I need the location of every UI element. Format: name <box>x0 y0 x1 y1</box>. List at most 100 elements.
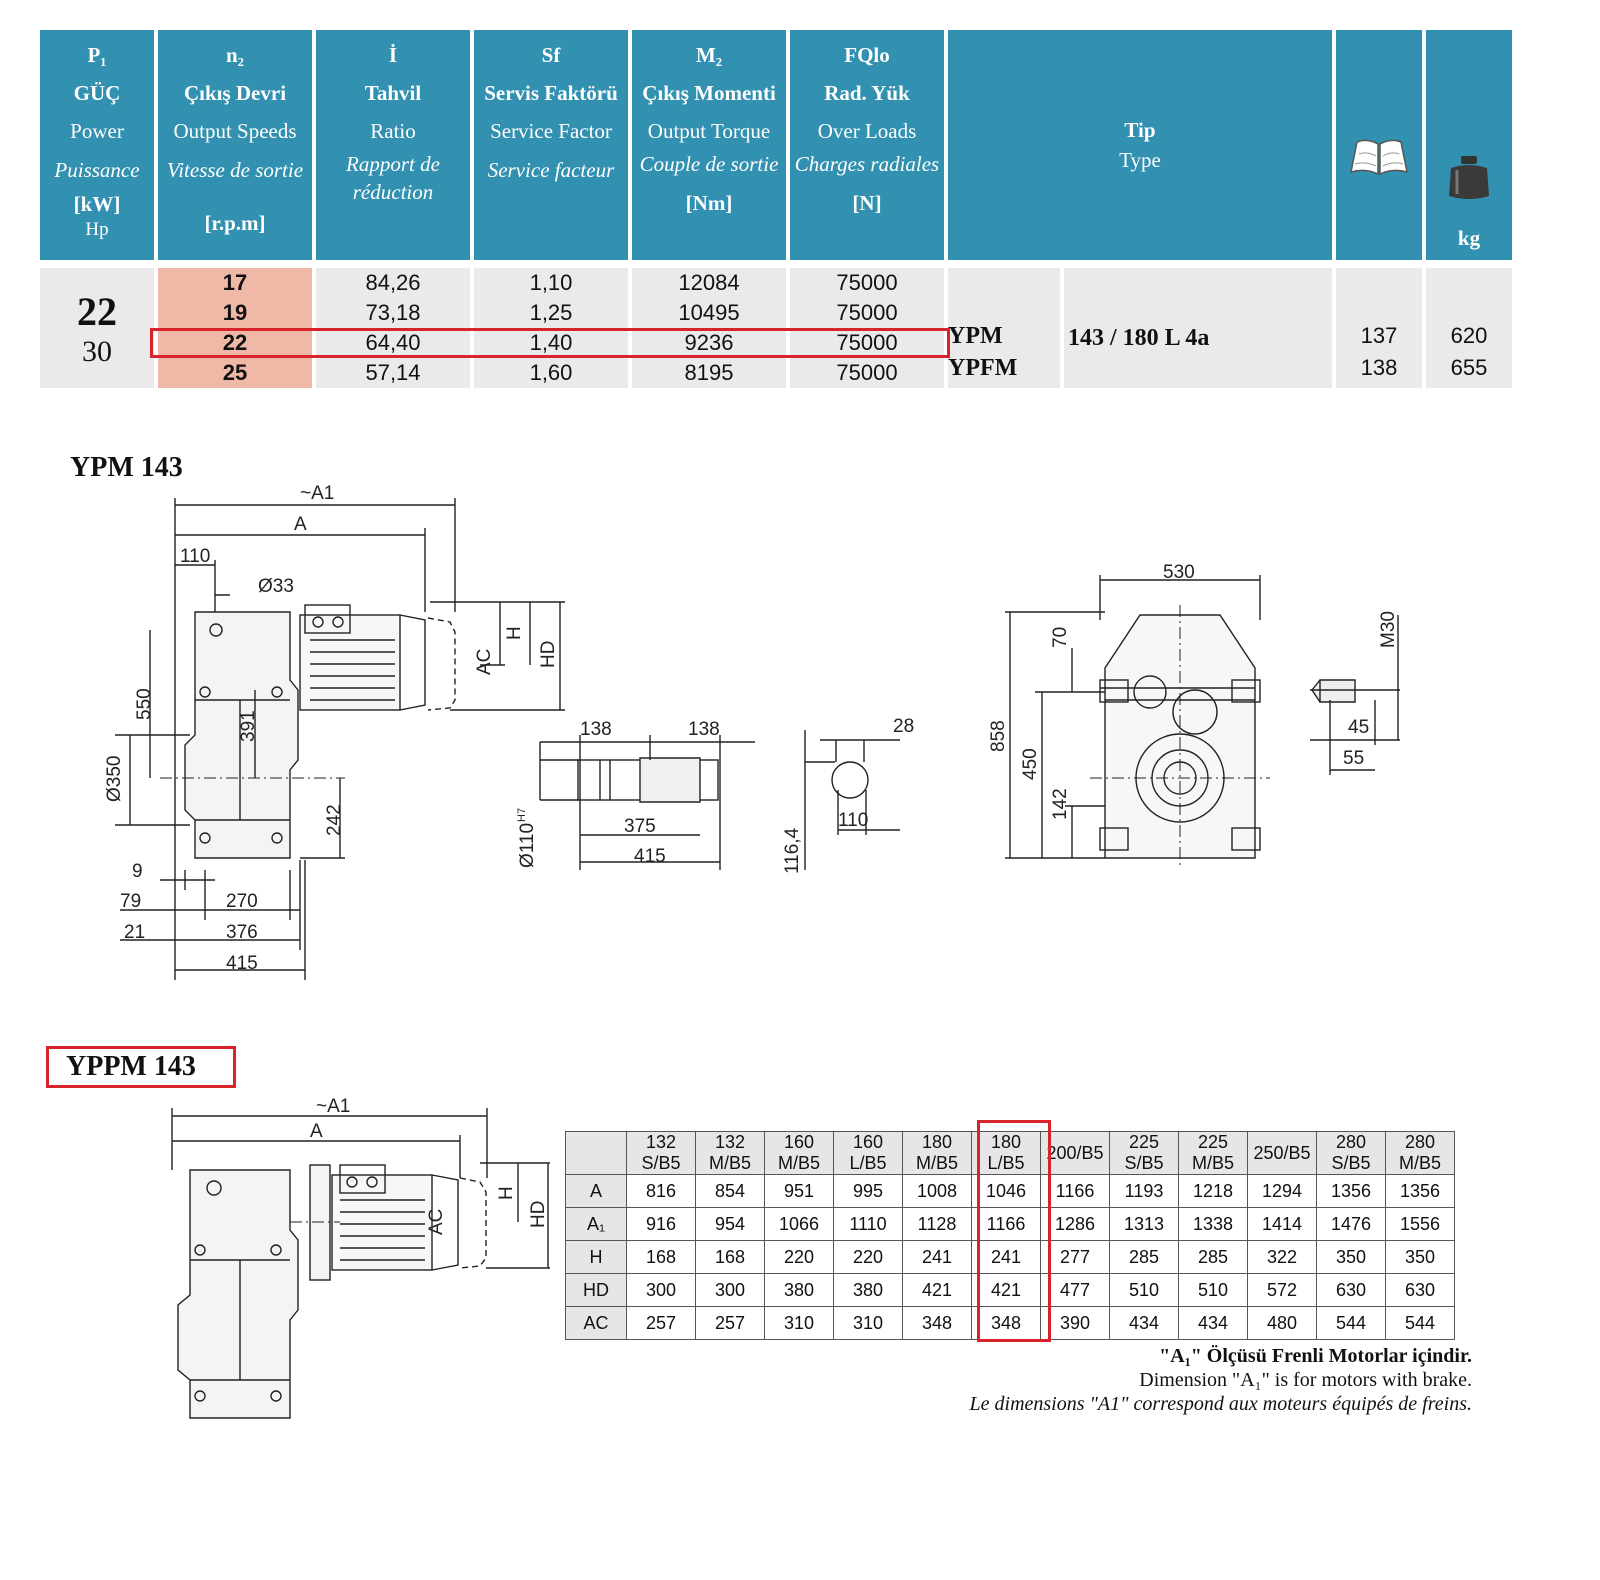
dim-h: H <box>504 626 525 640</box>
dim-cell: 348 <box>902 1306 972 1340</box>
row-2-torque: 9236 <box>632 328 786 358</box>
n2-en: Output Speeds <box>173 119 297 143</box>
dim-key-116: 116,4 <box>782 827 803 874</box>
dim-cell: 1166 <box>1040 1174 1110 1208</box>
dim-cell: 434 <box>1178 1306 1248 1340</box>
ratio-tr: Tahvil <box>364 81 422 105</box>
dim-cell: 1110 <box>833 1207 903 1241</box>
row-3-ratio: 57,14 <box>316 358 470 388</box>
dim-cell: 1008 <box>902 1174 972 1208</box>
dim-cell: 220 <box>833 1240 903 1274</box>
header-type: Tip Type <box>948 30 1332 260</box>
fq-unit: [N] <box>852 191 882 215</box>
page-0: 137 <box>1360 323 1398 348</box>
dim-cell: 421 <box>971 1273 1041 1307</box>
dim-table-corner <box>565 1131 627 1175</box>
dim-cell: 1313 <box>1109 1207 1179 1241</box>
dim-row-label: AC <box>565 1306 627 1340</box>
m2-tr: Çıkış Momenti <box>642 81 776 105</box>
row-1-load: 75000 <box>790 298 944 328</box>
n2-tr: Çıkış Devri <box>183 81 287 105</box>
dim-cell: 951 <box>764 1174 834 1208</box>
n2-symbol: n₂ <box>226 43 244 67</box>
row-0-ratio: 84,26 <box>316 268 470 298</box>
dim-col-4: 180 M/B5 <box>902 1131 972 1175</box>
drawing2-title-box <box>46 1046 236 1088</box>
type-ypfm: YPFM <box>948 355 1018 381</box>
dim-col-3: 160 L/B5 <box>833 1131 903 1175</box>
dim-col-2: 160 M/B5 <box>764 1131 834 1175</box>
dim-cell: 572 <box>1247 1273 1317 1307</box>
dim-cell: 220 <box>764 1240 834 1274</box>
dim-9: 9 <box>132 861 143 882</box>
dim-cell: 480 <box>1247 1306 1317 1340</box>
drawing1-title: YPM 143 <box>70 452 183 483</box>
row-0-load: 75000 <box>790 268 944 298</box>
dim-cell: 544 <box>1316 1306 1386 1340</box>
weight-1: 655 <box>1450 355 1488 380</box>
dim2-a: A <box>310 1121 323 1142</box>
dim2-h: H <box>496 1186 517 1200</box>
dim-cell: 350 <box>1316 1240 1386 1274</box>
dim-242: 242 <box>324 804 345 836</box>
dim-cell: 1476 <box>1316 1207 1386 1241</box>
dim-cell: 816 <box>626 1174 696 1208</box>
header-service-factor: Sf Servis Faktörü Service Factor Service… <box>474 30 628 260</box>
dim-col-6: 200/B5 <box>1040 1131 1110 1175</box>
dim-col-0: 132 S/B5 <box>626 1131 696 1175</box>
row-0-sf: 1,10 <box>474 268 628 298</box>
dim-key-28: 28 <box>893 716 914 737</box>
page-1: 138 <box>1360 355 1398 380</box>
type-tr: Tip <box>1124 118 1156 142</box>
dim-cell: 1166 <box>971 1207 1041 1241</box>
dim-cell: 300 <box>695 1273 765 1307</box>
weight-icon <box>1449 156 1489 199</box>
dim-cell: 1193 <box>1109 1174 1179 1208</box>
dim2-ac: AC <box>426 1209 447 1235</box>
dim-cell: 1066 <box>764 1207 834 1241</box>
dim-cell: 1218 <box>1178 1174 1248 1208</box>
type-en: Type <box>1119 148 1161 172</box>
dim-ac: AC <box>474 649 495 675</box>
power-en: Power <box>70 119 124 143</box>
dim-cell: 1286 <box>1040 1207 1110 1241</box>
dim-m30-55: 55 <box>1343 748 1364 769</box>
dim-cell: 168 <box>695 1240 765 1274</box>
header-weight: kg <box>1426 30 1512 260</box>
drawing2-svg: ~A1 A H HD AC <box>171 1096 550 1419</box>
dim-21: 21 <box>124 922 145 943</box>
dim-cell: 257 <box>626 1306 696 1340</box>
dim-cell: 348 <box>971 1306 1041 1340</box>
dim-cell: 285 <box>1109 1240 1179 1274</box>
m2-fr: Couple de sortie <box>639 152 779 176</box>
dim-cell: 350 <box>1385 1240 1455 1274</box>
dim-d33: Ø33 <box>258 576 294 597</box>
dim-cell: 954 <box>695 1207 765 1241</box>
dim-col-11: 280 M/B5 <box>1385 1131 1455 1175</box>
row-1-sf: 1,25 <box>474 298 628 328</box>
header-power: P₁ GÜÇ Power Puissance [kW] Hp <box>40 30 154 260</box>
dim-shaft-d110: Ø110 <box>517 823 538 868</box>
row-0-torque: 12084 <box>632 268 786 298</box>
dim-col-1: 132 M/B5 <box>695 1131 765 1175</box>
dim-cell: 477 <box>1040 1273 1110 1307</box>
note-en: Dimension "A₁" is for motors with brake. <box>1139 1369 1472 1391</box>
dim-row-label: HD <box>565 1273 627 1307</box>
dim-cell: 544 <box>1385 1306 1455 1340</box>
row-3-sf: 1,60 <box>474 358 628 388</box>
dim-front-450: 450 <box>1020 748 1041 780</box>
sf-tr: Servis Faktörü <box>484 81 618 105</box>
n2-fr: Vitesse de sortie <box>166 158 304 182</box>
header-radial-load: FQlo Rad. Yük Over Loads Charges radiale… <box>790 30 944 260</box>
dim-front-142: 142 <box>1050 788 1071 820</box>
dim-cell: 241 <box>902 1240 972 1274</box>
m2-symbol: M₂ <box>695 43 723 67</box>
power-fr: Puissance <box>54 158 140 182</box>
fq-tr: Rad. Yük <box>824 81 910 105</box>
dim-cell: 1046 <box>971 1174 1041 1208</box>
dim-shaft-375: 375 <box>624 816 656 837</box>
dim-key-110: 110 <box>838 810 868 831</box>
dim2-a1: ~A1 <box>316 1096 350 1117</box>
